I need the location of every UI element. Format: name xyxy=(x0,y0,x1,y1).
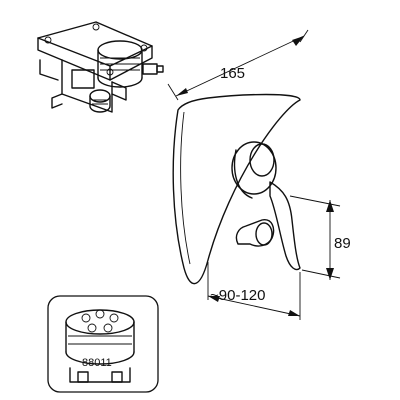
outlet-nut xyxy=(89,95,111,113)
arrowhead xyxy=(326,268,334,280)
hub-shade xyxy=(233,149,253,199)
depth-label: ~90-120 xyxy=(210,287,265,304)
handle-hub xyxy=(231,141,277,195)
lever-handle xyxy=(269,181,301,271)
cartridge-top xyxy=(97,40,143,60)
escutcheon-plate xyxy=(172,93,301,285)
arrowhead xyxy=(208,296,220,302)
extension-line xyxy=(289,195,341,207)
side-fitting xyxy=(39,59,59,81)
port xyxy=(95,309,105,319)
arrowhead xyxy=(176,88,188,96)
base-frame xyxy=(69,367,131,383)
port xyxy=(103,323,113,333)
cartridge-sides xyxy=(97,49,143,79)
base-connector xyxy=(111,371,123,383)
hub-face xyxy=(249,143,275,177)
cartridge-ribs xyxy=(100,57,140,71)
arrowhead xyxy=(288,310,300,316)
valve-body xyxy=(61,59,113,113)
bracket-edge-right xyxy=(109,45,153,81)
valve-stem xyxy=(142,63,158,75)
height-label: 89 xyxy=(334,235,351,252)
inset-panel: 88011 xyxy=(47,295,159,393)
stem-tip xyxy=(156,65,164,73)
diverter-block xyxy=(71,69,95,89)
dimension-width: 165 xyxy=(167,29,309,101)
housing-sides xyxy=(65,321,135,353)
part-number: 88011 xyxy=(82,357,112,369)
cartridge-bottom xyxy=(97,77,143,88)
arrowhead xyxy=(292,36,304,46)
extension-line xyxy=(167,83,179,101)
port xyxy=(87,323,97,333)
extension-line xyxy=(301,269,341,279)
housing-ribs xyxy=(68,335,132,345)
side-port xyxy=(111,81,127,101)
dimension-line xyxy=(175,35,305,97)
bracket-hole xyxy=(44,36,52,44)
port xyxy=(109,313,119,323)
inlet-left xyxy=(51,93,63,109)
diverter-knob-face xyxy=(255,222,273,246)
bracket-edge xyxy=(37,37,111,81)
trim-illustration xyxy=(172,93,301,285)
dimension-line xyxy=(207,295,301,317)
outlet-thread xyxy=(92,99,108,105)
bracket-hole xyxy=(92,23,100,31)
arrowhead xyxy=(326,200,334,212)
base-connector xyxy=(77,371,89,383)
escutcheon-edge xyxy=(180,111,191,265)
width-label: 165 xyxy=(220,65,245,82)
dimension-height: 89 xyxy=(289,195,351,280)
rough-in-valve-illustration xyxy=(37,21,164,113)
port xyxy=(81,313,91,323)
dimension-depth: ~90-120 xyxy=(207,262,301,320)
bracket-hole xyxy=(106,68,114,76)
housing-bottom xyxy=(65,351,135,365)
